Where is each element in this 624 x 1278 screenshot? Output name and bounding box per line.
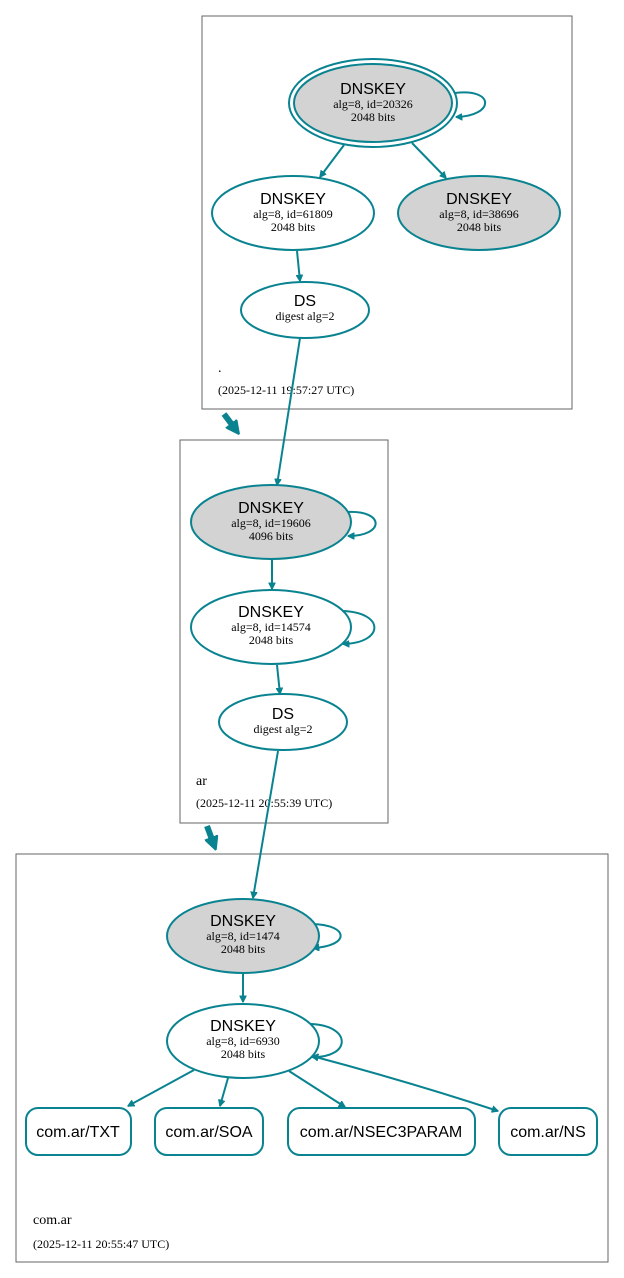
node-root-ds: DS digest alg=2: [240, 281, 370, 339]
node-ar-zsk-title: DNSKEY: [238, 604, 304, 621]
node-comar-ksk-bits: 2048 bits: [221, 942, 266, 956]
node-ar-ksk: DNSKEY alg=8, id=19606 4096 bits: [190, 484, 352, 560]
node-root-zsk1-bits: 2048 bits: [271, 220, 316, 234]
edge-comar-zsk-to-soa: [220, 1077, 229, 1106]
node-root-zsk1-title: DNSKEY: [260, 191, 326, 208]
zone-ar-date: (2025-12-11 20:55:39 UTC): [196, 796, 332, 810]
edge-root-ksk-to-zsk1: [320, 144, 345, 177]
node-ar-zsk-bits: 2048 bits: [249, 633, 294, 647]
edge-root-ds-to-ar-ksk: [277, 337, 301, 485]
self-loop-ar-zsk: [341, 610, 376, 644]
edge-ar-zsk-to-ds: [277, 664, 280, 694]
node-ar-zsk: DNSKEY alg=8, id=14574 2048 bits: [190, 589, 352, 665]
delegation-arrow-root-to-ar: [221, 412, 236, 430]
record-soa-label: com.ar/SOA: [165, 1124, 252, 1141]
zone-root-date: (2025-12-11 19:57:27 UTC): [218, 383, 354, 397]
edge-root-ksk-to-zsk2: [411, 142, 446, 178]
self-loop-comar-ksk: [311, 923, 342, 948]
zone-ar-name: ar: [196, 774, 207, 789]
node-root-zsk2-bits: 2048 bits: [457, 220, 502, 234]
self-loop-ar-ksk: [346, 510, 377, 536]
node-root-ds-title: DS: [294, 293, 316, 310]
zone-comar-date: (2025-12-11 20:55:47 UTC): [33, 1237, 169, 1251]
edge-comar-zsk-to-txt: [128, 1069, 195, 1107]
zone-root-name: .: [218, 361, 222, 376]
node-ar-zsk-alg: alg=8, id=14574: [231, 620, 311, 634]
node-root-zsk1-alg: alg=8, id=61809: [253, 207, 333, 221]
node-comar-zsk-title: DNSKEY: [210, 1018, 276, 1035]
node-comar-zsk-alg: alg=8, id=6930: [206, 1034, 280, 1048]
node-root-ksk: DNSKEY alg=8, id=20326 2048 bits: [288, 58, 458, 148]
node-ar-ksk-title: DNSKEY: [238, 500, 304, 517]
node-comar-zsk: DNSKEY alg=8, id=6930 2048 bits: [166, 1003, 320, 1079]
record-txt-label: com.ar/TXT: [36, 1124, 120, 1141]
record-nsec3param-label: com.ar/NSEC3PARAM: [300, 1124, 462, 1141]
node-root-ksk-title: DNSKEY: [340, 81, 406, 98]
node-root-ksk-bits: 2048 bits: [351, 110, 396, 124]
node-ar-ds-digest: digest alg=2: [253, 722, 312, 736]
node-root-zsk2-title: DNSKEY: [446, 191, 512, 208]
node-root-ds-digest: digest alg=2: [275, 309, 334, 323]
edge-nsec3param-ns-to-comar-zsk: [312, 1056, 498, 1111]
node-ar-ksk-alg: alg=8, id=19606: [231, 516, 311, 530]
node-root-zsk2: DNSKEY alg=8, id=38696 2048 bits: [397, 175, 561, 251]
record-ns-label: com.ar/NS: [510, 1124, 586, 1141]
node-ar-ksk-bits: 4096 bits: [249, 529, 294, 543]
delegation-arrow-ar-to-comar: [204, 824, 214, 845]
node-ar-ds: DS digest alg=2: [218, 693, 348, 751]
node-ar-ds-title: DS: [272, 706, 294, 723]
node-root-ksk-alg: alg=8, id=20326: [333, 97, 413, 111]
edge-root-zsk1-to-ds: [297, 250, 300, 281]
node-root-zsk1: DNSKEY alg=8, id=61809 2048 bits: [211, 175, 375, 251]
node-comar-ksk-title: DNSKEY: [210, 913, 276, 930]
node-comar-ksk: DNSKEY alg=8, id=1474 2048 bits: [166, 898, 320, 974]
node-comar-zsk-bits: 2048 bits: [221, 1047, 266, 1061]
zone-comar-name: com.ar: [33, 1213, 72, 1228]
record-ns: com.ar/NS: [498, 1107, 598, 1156]
self-loop-root-ksk: [454, 91, 486, 117]
record-nsec3param: com.ar/NSEC3PARAM: [287, 1107, 476, 1156]
node-root-zsk2-alg: alg=8, id=38696: [439, 207, 519, 221]
node-comar-ksk-alg: alg=8, id=1474: [206, 929, 280, 943]
record-soa: com.ar/SOA: [154, 1107, 264, 1156]
record-txt: com.ar/TXT: [25, 1107, 132, 1156]
edge-ar-ds-to-comar-ksk: [253, 750, 279, 898]
self-loop-comar-zsk: [309, 1023, 343, 1057]
